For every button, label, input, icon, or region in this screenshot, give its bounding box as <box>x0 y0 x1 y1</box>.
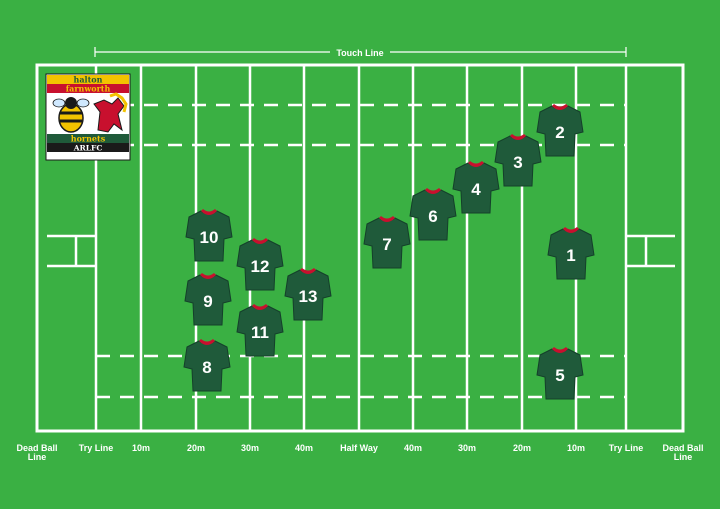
shirt-number: 9 <box>203 292 212 311</box>
logo-band-green <box>47 134 129 143</box>
lion-icon <box>93 92 128 133</box>
touch-line-indicator: Touch Line <box>94 47 627 58</box>
shirt-number: 7 <box>382 235 391 254</box>
touch-line-label: Touch Line <box>336 48 383 58</box>
player-shirt-10: 10 <box>185 209 233 262</box>
shirt-number: 5 <box>555 366 564 385</box>
player-shirt-1: 1 <box>547 227 595 280</box>
shirt-number: 2 <box>555 123 564 142</box>
logo-line-1: halton <box>74 75 103 85</box>
shirt-number: 13 <box>299 287 318 306</box>
logo-line-3: hornets <box>71 134 106 144</box>
shirt-collar <box>552 104 568 110</box>
bottom-label: 20m <box>513 443 531 453</box>
player-shirt-11: 11 <box>236 304 284 357</box>
player-shirt-4: 4 <box>452 161 500 214</box>
logo-band-black <box>47 143 129 152</box>
player-shirt-5: 5 <box>536 347 584 400</box>
player-shirt-2: 2 <box>536 104 584 157</box>
shirt-number: 8 <box>202 358 211 377</box>
bottom-label: 40m <box>295 443 313 453</box>
shirt-collar <box>468 161 484 167</box>
shirt-number: 12 <box>251 257 270 276</box>
bottom-label: Dead Ball <box>16 443 57 453</box>
player-shirt-9: 9 <box>184 273 232 326</box>
shirt-number: 11 <box>251 323 269 342</box>
shirt-collar <box>510 134 526 140</box>
player-shirt-6: 6 <box>409 188 457 241</box>
player-shirt-3: 3 <box>494 134 542 187</box>
goal-posts <box>47 234 675 268</box>
shirt-collar <box>252 304 268 310</box>
logo-band-top <box>47 75 129 84</box>
logo-line-4: ARLFC <box>73 144 103 153</box>
bottom-label: Half Way <box>340 443 378 453</box>
bottom-label: 30m <box>241 443 259 453</box>
bottom-label: Try Line <box>79 443 114 453</box>
shirt-collar <box>300 268 316 274</box>
bottom-label-line2: Line <box>28 452 47 462</box>
player-shirt-12: 12 <box>236 238 284 291</box>
shirt-collar <box>425 188 441 194</box>
bottom-label: 10m <box>132 443 150 453</box>
shirt-number: 10 <box>200 228 219 247</box>
player-shirt-7: 7 <box>363 216 411 269</box>
bottom-label: 20m <box>187 443 205 453</box>
shirt-collar <box>199 339 215 345</box>
logo-line-2: farnworth <box>66 84 111 94</box>
bottom-label: 30m <box>458 443 476 453</box>
bottom-label: Dead Ball <box>662 443 703 453</box>
shirt-collar <box>379 216 395 222</box>
shirt-number: 3 <box>513 153 522 172</box>
shirt-collar <box>563 227 579 233</box>
shirt-collar <box>552 347 568 353</box>
hornet-icon <box>52 97 90 133</box>
player-shirt-8: 8 <box>183 339 231 392</box>
shirt-number: 6 <box>428 207 437 226</box>
shirt-collar <box>252 238 268 244</box>
bottom-label: 10m <box>567 443 585 453</box>
logo-band-red <box>47 84 129 93</box>
shirt-number: 1 <box>566 246 575 265</box>
shirt-collar <box>200 273 216 279</box>
bottom-label: 40m <box>404 443 422 453</box>
club-logo: halton farnworth hornets ARLFC <box>45 73 131 161</box>
shirt-number: 4 <box>471 180 481 199</box>
bottom-label-line2: Line <box>674 452 693 462</box>
bottom-label: Try Line <box>609 443 644 453</box>
shirt-collar <box>201 209 217 215</box>
player-shirt-13: 13 <box>284 268 332 321</box>
